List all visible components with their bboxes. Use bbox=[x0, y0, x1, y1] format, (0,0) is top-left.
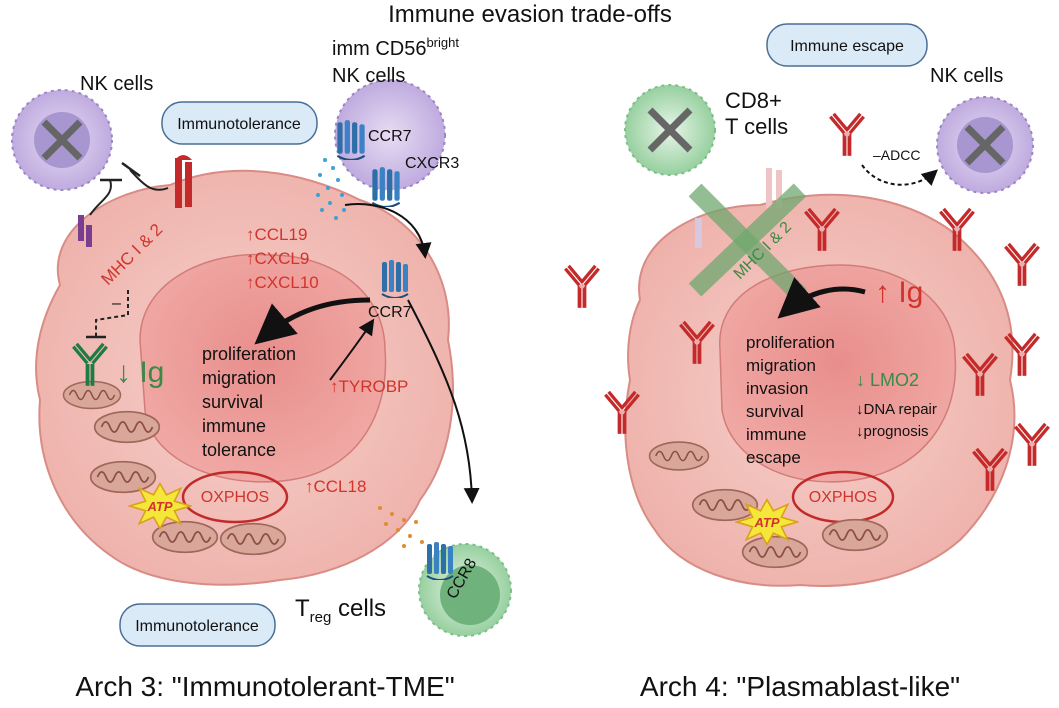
arch3-atp-label: ATP bbox=[146, 499, 172, 514]
immunotolerance-top-label: Immunotolerance bbox=[177, 116, 301, 133]
immune-escape-box bbox=[766, 23, 928, 67]
arch4-functions: proliferation migration invasion surviva… bbox=[746, 333, 840, 467]
antibody-icon bbox=[1004, 242, 1040, 286]
arch3-imm-label: imm CD56bright bbox=[332, 35, 459, 60]
prognosis-label: ↓prognosis bbox=[856, 423, 929, 440]
ccl19-label: ↑CCL19 bbox=[246, 225, 307, 244]
tyrobp-label: ↑TYROBP bbox=[330, 377, 408, 396]
immunotolerance-bottom-label: Immunotolerance bbox=[135, 618, 259, 635]
mitochondrion-icon bbox=[741, 535, 809, 569]
cd8-label-2: T cells bbox=[725, 114, 788, 139]
antibody-icon bbox=[564, 264, 600, 308]
cd8-t-cell bbox=[624, 84, 716, 176]
arch3-caption: Arch 3: "Immunotolerant-TME" bbox=[75, 671, 454, 702]
arch4-nk-cell bbox=[936, 96, 1034, 194]
cxcr3-label: CXCR3 bbox=[405, 155, 459, 172]
arch4-nk-label: NK cells bbox=[930, 65, 1003, 87]
arch3-nk-label: NK cells bbox=[80, 73, 153, 95]
minus-label: – bbox=[112, 295, 121, 312]
ccl18-label: ↑CCL18 bbox=[305, 477, 366, 496]
ccl18-dots bbox=[378, 506, 424, 548]
arch3-functions: proliferation migration survival immune … bbox=[202, 344, 301, 460]
arch3-treg-cell bbox=[418, 541, 512, 637]
arch3-cd56-nk-cell bbox=[334, 79, 446, 207]
mitochondrion-icon bbox=[151, 520, 219, 554]
arch3-oxphos-label: OXPHOS bbox=[201, 489, 269, 506]
dna-repair-label: ↓DNA repair bbox=[856, 401, 937, 418]
antibody-icon bbox=[829, 112, 865, 156]
arch4-panel bbox=[564, 23, 1050, 587]
arch4-nucleus bbox=[719, 264, 957, 483]
mitochondrion-icon bbox=[219, 522, 287, 556]
arch3-nk-cell bbox=[11, 89, 113, 191]
adcc-label: –ADCC bbox=[873, 147, 920, 163]
page-title: Immune evasion trade-offs bbox=[388, 1, 672, 28]
ig-up-label: ↑ Ig bbox=[875, 276, 923, 309]
immunotolerance-box-top bbox=[161, 101, 318, 145]
cxcl9-label: ↑CXCL9 bbox=[246, 249, 309, 268]
ig-down-label: ↓ Ig bbox=[116, 356, 164, 389]
arch4-oxphos-label: OXPHOS bbox=[809, 489, 877, 506]
arch3-imm-label2: NK cells bbox=[332, 65, 405, 87]
mitochondrion-icon bbox=[648, 441, 710, 471]
ccr7-top-label: CCR7 bbox=[368, 128, 412, 145]
immune-escape-label: Immune escape bbox=[790, 38, 904, 55]
cd8-label-1: CD8+ bbox=[725, 88, 782, 113]
cxcl10-label: ↑CXCL10 bbox=[246, 273, 319, 292]
mitochondrion-icon bbox=[89, 460, 157, 494]
immunotolerance-box-bottom bbox=[119, 603, 276, 647]
arch4-caption: Arch 4: "Plasmablast-like" bbox=[640, 671, 960, 702]
treg-label: Treg cells bbox=[295, 595, 386, 626]
ccr7-inner-label: CCR7 bbox=[368, 304, 412, 321]
arch3-oxphos-ring bbox=[181, 470, 289, 524]
lmo2-label: ↓ LMO2 bbox=[856, 370, 919, 390]
mhc-receptor-icon bbox=[78, 155, 192, 247]
antibody-icon bbox=[1014, 422, 1050, 466]
mitochondrion-icon bbox=[93, 410, 161, 444]
chemokine-dots bbox=[316, 158, 346, 220]
arch4-atp-label: ATP bbox=[753, 515, 779, 530]
mitochondrion-icon bbox=[821, 518, 889, 552]
arch3-panel bbox=[11, 79, 512, 647]
